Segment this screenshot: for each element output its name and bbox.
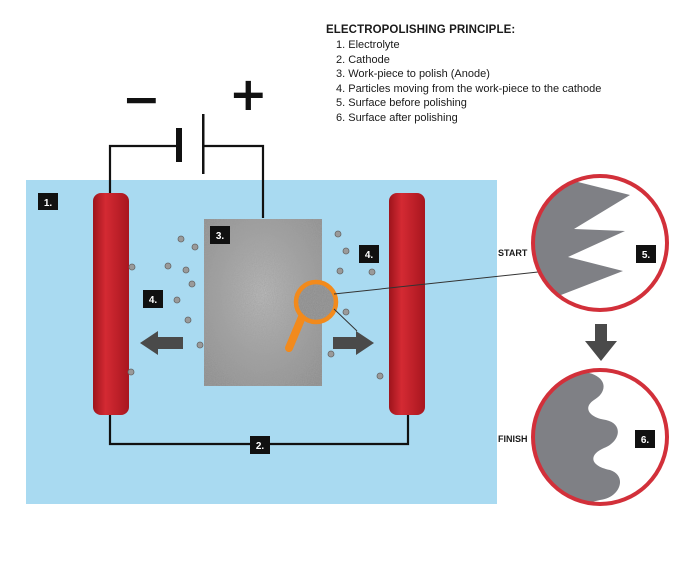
badge-electrolyte-text: 1. <box>44 198 53 209</box>
badge-before: 5. <box>636 245 656 263</box>
surface-before-circle <box>531 174 669 312</box>
particle <box>342 308 350 316</box>
start-label: START <box>498 248 528 258</box>
legend-item: 2. Cathode <box>336 53 390 66</box>
badge-workpiece: 3. <box>210 226 230 244</box>
finish-label: FINISH <box>498 434 528 444</box>
left-flow-arrow <box>140 331 183 355</box>
legend-item: 1. Electrolyte <box>336 39 400 51</box>
particle <box>191 243 199 251</box>
particle <box>188 280 196 288</box>
badge-before-text: 5. <box>642 250 651 261</box>
particle <box>182 266 190 274</box>
particle <box>376 372 384 380</box>
right-cathode-electrode <box>389 193 425 415</box>
particle <box>127 368 135 376</box>
legend-item: 6. Surface after polishing <box>336 111 458 124</box>
particle <box>177 235 185 243</box>
right-flow-arrow <box>333 331 374 355</box>
particle <box>368 268 376 276</box>
badge-cathode: 2. <box>250 436 270 454</box>
badge-cathode-text: 2. <box>256 441 265 452</box>
legend-item: 4. Particles moving from the work-piece … <box>336 82 602 95</box>
legend-title: ELECTROPOLISHING PRINCIPLE: <box>326 24 516 36</box>
particle <box>327 350 335 358</box>
particle <box>342 247 350 255</box>
badge-after-text: 6. <box>641 435 650 446</box>
wire-cathode-left-top <box>108 144 176 196</box>
particle <box>196 341 204 349</box>
badge-particles-right-text: 4. <box>365 250 374 261</box>
particle <box>173 296 181 304</box>
zoom-line-upper <box>333 271 539 295</box>
badge-workpiece-text: 3. <box>216 231 225 242</box>
minus-sign: − <box>122 72 161 126</box>
legend-list: 1. Electrolyte 2. Cathode 3. Work-piece … <box>326 38 601 126</box>
particle <box>128 263 136 271</box>
surface-after-circle <box>531 368 669 506</box>
badge-after: 6. <box>635 430 655 448</box>
legend-item: 3. Work-piece to polish (Anode) <box>336 68 490 81</box>
badge-particles-right: 4. <box>359 245 379 263</box>
left-cathode-electrode <box>93 193 129 415</box>
wire-anode-top <box>204 144 265 218</box>
particles <box>127 230 384 380</box>
plus-sign: + <box>229 67 268 121</box>
magnifier-icon <box>285 279 339 352</box>
particle <box>336 267 344 275</box>
particle <box>184 316 192 324</box>
badge-particles-left: 4. <box>143 290 163 308</box>
legend-item: 5. Surface before polishing <box>336 97 467 110</box>
down-arrow <box>585 324 617 361</box>
battery-positive-plate <box>202 114 205 174</box>
particle <box>334 230 342 238</box>
legend: ELECTROPOLISHING PRINCIPLE: 1. Electroly… <box>326 24 601 126</box>
badge-electrolyte: 1. <box>38 193 58 210</box>
particle <box>164 262 172 270</box>
zoom-line-lower <box>333 308 358 332</box>
badge-particles-left-text: 4. <box>149 295 158 306</box>
battery-negative-plate <box>176 128 182 162</box>
